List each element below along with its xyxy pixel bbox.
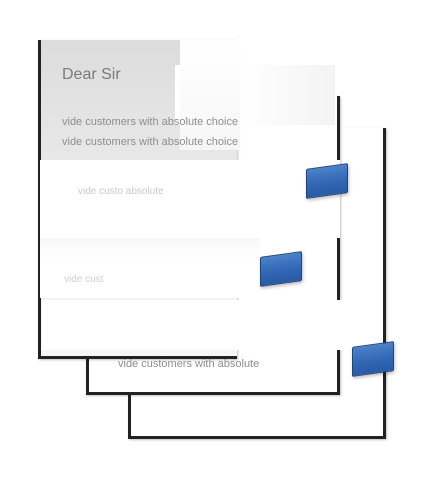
page-cutout bbox=[40, 238, 260, 298]
bookmark-tab bbox=[352, 341, 394, 377]
letter-line: vide cust bbox=[64, 274, 104, 285]
page-cutout bbox=[40, 160, 340, 238]
bookmark-tab bbox=[260, 251, 302, 287]
page-cutout bbox=[42, 300, 362, 350]
letter-greeting: Dear Sir bbox=[62, 66, 121, 83]
letter-line: vide customers with absolute choice bbox=[62, 116, 239, 128]
bookmark-tab bbox=[306, 163, 348, 199]
letter-line: vide customers with absolute choice bbox=[62, 136, 239, 148]
letter-line: vide custo absolute bbox=[78, 186, 164, 197]
page-highlight bbox=[180, 40, 240, 150]
letter-line: vide customers with absolute bbox=[118, 358, 260, 370]
